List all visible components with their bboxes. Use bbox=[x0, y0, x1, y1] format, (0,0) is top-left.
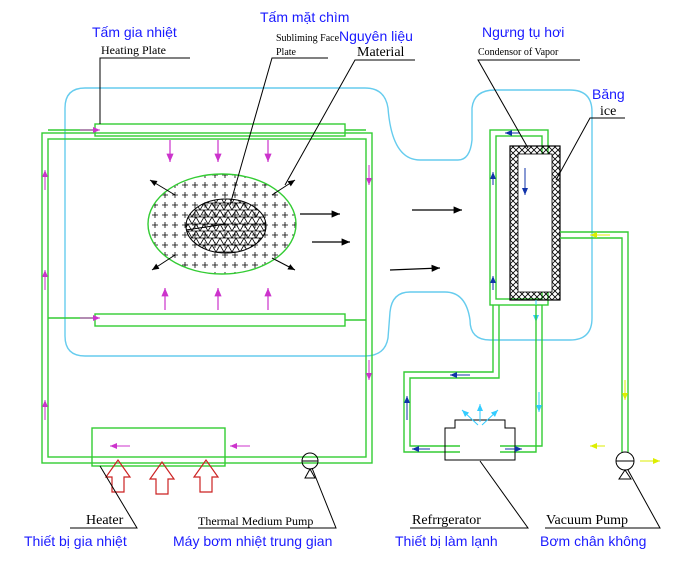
ice-label-vi: Băng bbox=[592, 86, 625, 102]
vapor-flow-arrows bbox=[300, 206, 462, 272]
condensor-label-vi: Ngưng tụ hơi bbox=[482, 24, 564, 40]
heating-medium-circuit bbox=[41, 123, 373, 479]
refrigerator-label-en: Refrrgerator bbox=[412, 513, 481, 528]
lower-heating-plate bbox=[94, 313, 346, 327]
subliming-face-label-en-2: Plate bbox=[276, 47, 297, 58]
leader-lines bbox=[70, 57, 661, 529]
pump-label-en: Thermal Medium Pump bbox=[198, 514, 313, 528]
heater-arrows bbox=[104, 458, 220, 495]
condensor-label-en: Condensor of Vapor bbox=[478, 47, 559, 58]
heat-transfer-arrows bbox=[161, 140, 272, 310]
pump-label-vi: Máy bơm nhiệt trung gian bbox=[173, 533, 332, 549]
heater-label-vi: Thiết bị gia nhiệt bbox=[24, 533, 127, 549]
heating-plate-label-vi: Tấm gia nhiệt bbox=[92, 24, 177, 40]
vacuum-pump-label-en: Vacuum Pump bbox=[546, 513, 628, 528]
material-label-en: Material bbox=[357, 45, 405, 60]
subliming-face-label-vi: Tấm mặt chìm bbox=[260, 9, 349, 25]
heater-box bbox=[91, 427, 226, 467]
vacuum-pump-label-vi: Bơm chân không bbox=[540, 533, 646, 549]
refrigerator-label-vi: Thiết bị làm lạnh bbox=[395, 533, 498, 549]
material-label-vi: Nguyên liệu bbox=[339, 28, 413, 44]
material bbox=[147, 173, 297, 275]
condenser bbox=[489, 129, 561, 322]
upper-heating-plate bbox=[94, 123, 346, 137]
vacuum-chamber bbox=[64, 87, 593, 357]
subliming-face-label-en-1: Subliming Face bbox=[276, 33, 340, 44]
vacuum-circuit bbox=[560, 231, 660, 480]
heating-plate-label-en: Heating Plate bbox=[101, 43, 166, 57]
heater-label-en: Heater bbox=[86, 513, 124, 528]
refrigeration-circuit bbox=[403, 305, 543, 461]
subliming-face bbox=[185, 198, 267, 254]
ice-label-en: ice bbox=[600, 104, 616, 119]
refrigerator-box bbox=[444, 419, 516, 461]
